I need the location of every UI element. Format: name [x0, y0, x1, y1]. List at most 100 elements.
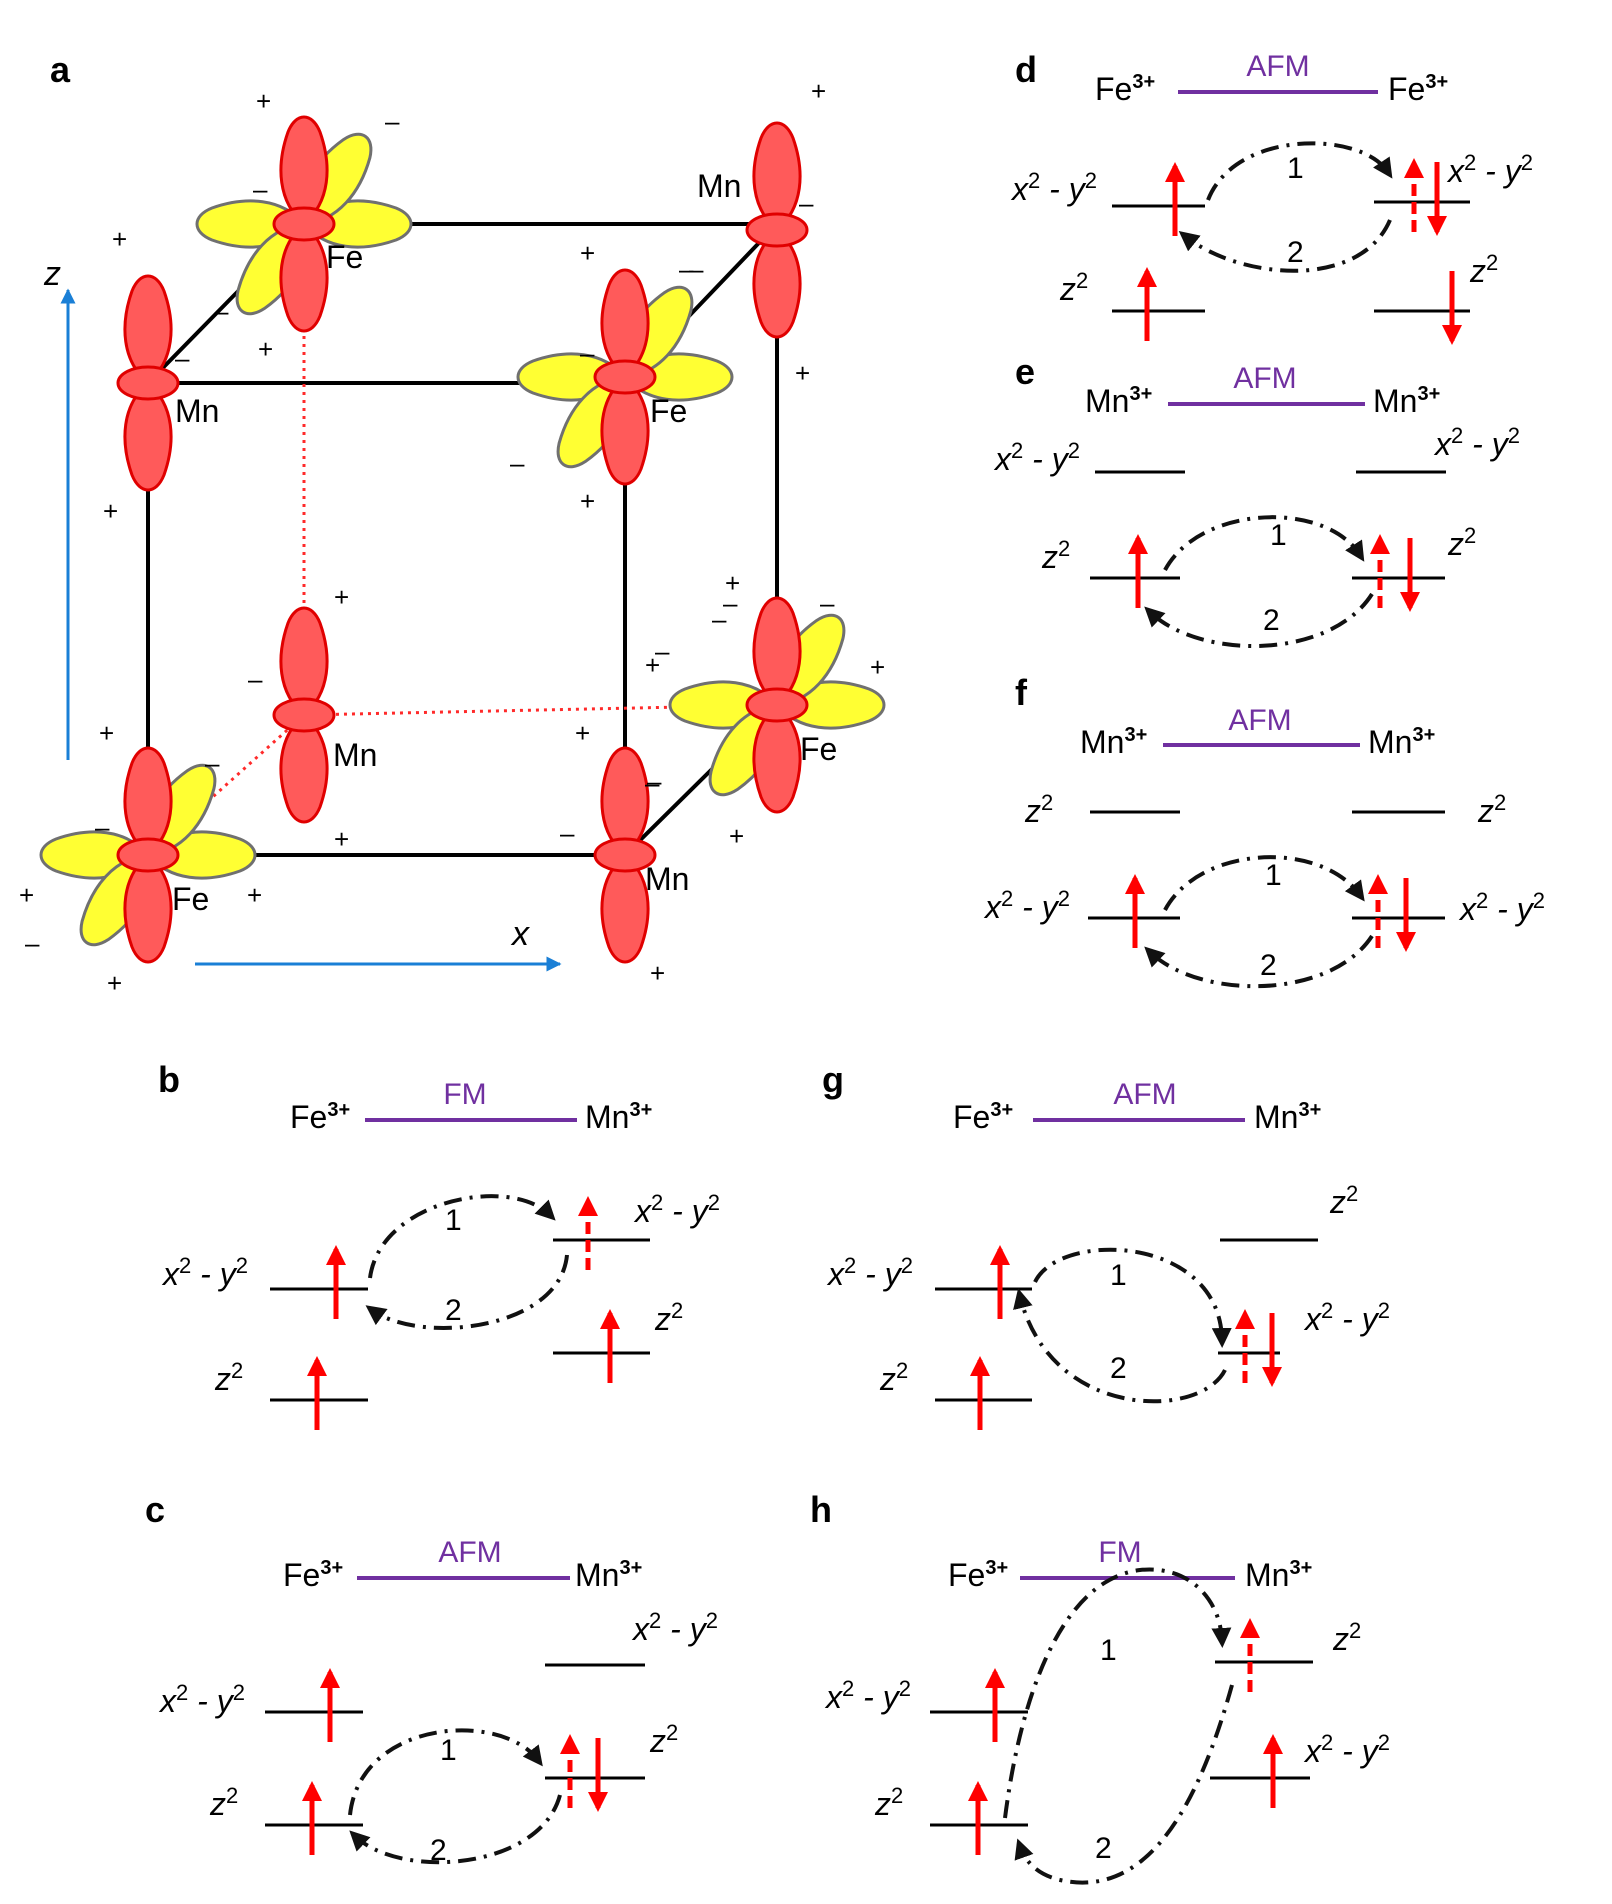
panel-label-a: a: [50, 49, 71, 90]
orbital-symbol: x: [1446, 153, 1465, 189]
z2-torus: [116, 365, 180, 401]
orbital-exponent: 2: [1321, 1298, 1333, 1323]
fe-ion-label: Fe3+: [283, 1557, 343, 1593]
z2-orbital-label: z2: [214, 1358, 243, 1398]
minus-sign: –: [799, 188, 814, 218]
ion-symbol: Mn: [1245, 1557, 1289, 1593]
atom-label: Fe: [172, 881, 209, 917]
x2-y2-orbital-label: x2 - y2: [1458, 888, 1545, 928]
orbital-symbol: x: [1433, 426, 1452, 462]
orbital-exponent: 2: [179, 1253, 191, 1278]
mn-ion-label: Mn3+: [1085, 383, 1152, 419]
atom-label: Fe: [650, 393, 687, 429]
x2-y2-orbital-label: x2 - y2: [1010, 168, 1097, 208]
orbital-exponent: 2: [844, 1253, 856, 1278]
ion-charge: 3+: [327, 1099, 350, 1121]
mn-ion-label: Mn3+: [1368, 724, 1435, 760]
hop-label-2: 2: [445, 1294, 462, 1327]
orbital-symbol: x: [1303, 1733, 1322, 1769]
z2-torus: [745, 687, 809, 723]
orbital-exponent: 2: [842, 1676, 854, 1701]
orbital-exponent: 2: [896, 1358, 908, 1383]
z2-orbital-label: z2: [209, 1783, 238, 1823]
z2-torus: [593, 837, 657, 873]
fe-ion-label: Fe3+: [1388, 71, 1448, 107]
orbital-exponent: 2: [1508, 423, 1520, 448]
orbital-symbol: z: [1447, 526, 1464, 562]
hopping-path: [1163, 515, 1365, 571]
orbital-symbol: x: [1303, 1301, 1322, 1337]
x2-y2-orbital-label: x2 - y2: [631, 1608, 718, 1648]
hopping-path: [1003, 1567, 1232, 1819]
z2-orbital-label: z2: [649, 1720, 678, 1760]
z2-lobe: [279, 713, 329, 824]
ion-charge: 3+: [629, 1099, 652, 1121]
orbital-symbol: - y: [1040, 171, 1086, 207]
plus-sign: +: [729, 821, 744, 851]
panel-label-f: f: [1015, 672, 1028, 713]
ion-symbol: Fe: [953, 1099, 990, 1135]
plus-sign: +: [580, 486, 595, 516]
orbital-symbol: - y: [1463, 426, 1509, 462]
orbital-symbol: - y: [191, 1256, 237, 1292]
plus-sign: +: [107, 968, 122, 998]
ion-charge: 3+: [985, 1557, 1008, 1579]
orbital-exponent: 2: [649, 1608, 661, 1633]
x2-y2-orbital-label: x2 - y2: [826, 1253, 913, 1293]
hopping-path: [1163, 855, 1365, 911]
ion-symbol: Fe: [948, 1557, 985, 1593]
orbital-exponent: 2: [708, 1190, 720, 1215]
orbital-symbol: z: [1059, 271, 1076, 307]
panel-label-h: h: [810, 1489, 832, 1530]
mn-atom-orbitals: [593, 746, 657, 964]
z2-lobe: [279, 606, 329, 717]
z2-torus: [116, 837, 180, 873]
z2-lobe: [600, 268, 650, 379]
z2-lobe: [752, 703, 802, 814]
plus-sign: +: [650, 958, 665, 988]
z2-orbital-label: z2: [879, 1358, 908, 1398]
orbital-exponent: 2: [1486, 250, 1498, 275]
minus-sign: –: [645, 768, 660, 798]
orbital-exponent: 2: [236, 1253, 248, 1278]
hopping-path: [1013, 1288, 1227, 1404]
mn-ion-label: Mn3+: [1373, 383, 1440, 419]
orbital-symbol: x: [993, 441, 1012, 477]
z2-orbital-label: z2: [1059, 268, 1088, 308]
ion-symbol: Fe: [283, 1557, 320, 1593]
ion-symbol: Fe: [1095, 71, 1132, 107]
orbital-exponent: 2: [1378, 1298, 1390, 1323]
orbital-symbol: - y: [856, 1256, 902, 1292]
plus-sign: +: [575, 718, 590, 748]
orbital-exponent: 2: [1521, 150, 1533, 175]
minus-sign: –: [712, 604, 727, 634]
orbital-symbol: z: [1332, 1621, 1349, 1657]
orbital-exponent: 2: [1058, 886, 1070, 911]
ion-symbol: Mn: [575, 1557, 619, 1593]
magnetic-order-label: AFM: [1113, 1078, 1176, 1111]
orbital-exponent: 2: [666, 1720, 678, 1745]
ion-charge: 3+: [1289, 1557, 1312, 1579]
magnetic-order-label: AFM: [1233, 362, 1296, 395]
orbital-symbol: - y: [1476, 153, 1522, 189]
orbital-symbol: - y: [1023, 441, 1069, 477]
orbital-symbol: z: [1024, 793, 1041, 829]
orbital-symbol: - y: [663, 1193, 709, 1229]
ion-charge: 3+: [1425, 71, 1448, 93]
orbital-symbol: - y: [188, 1683, 234, 1719]
mn-ion-label: Mn3+: [1254, 1099, 1321, 1135]
minus-sign: –: [95, 812, 110, 842]
ion-symbol: Mn: [1373, 383, 1417, 419]
x2-y2-orbital-label: x2 - y2: [824, 1676, 911, 1716]
z2-lobe: [752, 596, 802, 707]
orbital-exponent: 2: [1346, 1181, 1358, 1206]
fe-atom-orbitals: [668, 596, 886, 814]
plus-sign: +: [334, 824, 349, 854]
orbital-exponent: 2: [233, 1680, 245, 1705]
z2-torus: [272, 206, 336, 242]
orbital-exponent: 2: [1378, 1730, 1390, 1755]
fe-ion-label: Fe3+: [948, 1557, 1008, 1593]
